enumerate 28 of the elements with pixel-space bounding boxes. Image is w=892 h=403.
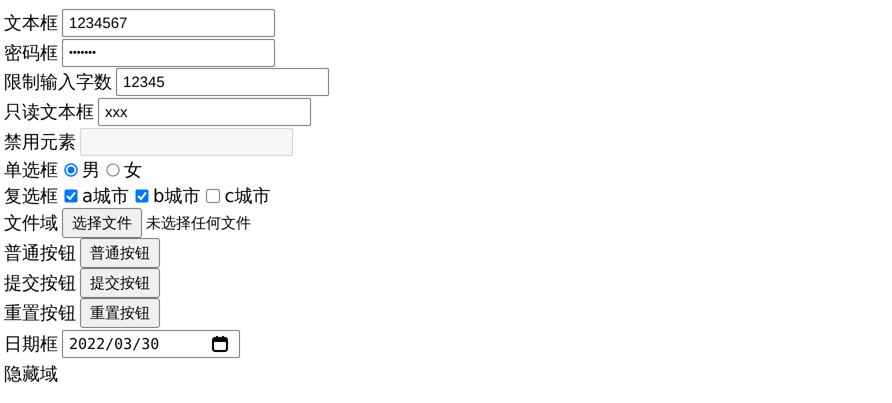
status-text: 未选择任何文件 xyxy=(146,214,251,232)
input-field: 12345 xyxy=(116,68,329,96)
field-label: 限制输入字数 xyxy=(4,71,112,94)
field-label: 文本框 xyxy=(4,12,58,35)
input-field: xxx xyxy=(98,98,311,126)
field-label: 单选框 xyxy=(4,159,58,182)
option-label: 女 xyxy=(124,159,142,182)
field-label: 密码框 xyxy=(4,42,58,65)
field-label: 只读文本框 xyxy=(4,101,94,124)
field-label: 隐藏域 xyxy=(4,363,58,386)
button: 提交按钮 xyxy=(80,268,160,298)
field-label: 重置按钮 xyxy=(4,302,76,325)
field-label: 普通按钮 xyxy=(4,242,76,265)
field-label: 提交按钮 xyxy=(4,272,76,295)
field-label: 禁用元素 xyxy=(4,131,76,154)
field-label: 文件域 xyxy=(4,212,58,235)
field-label: 日期框 xyxy=(4,333,58,356)
date-field: 2022/03/30 xyxy=(62,330,240,358)
button: 选择文件 xyxy=(62,208,142,238)
button: 重置按钮 xyxy=(80,298,160,328)
password-field: ••••••• xyxy=(62,39,275,67)
option-label: c城市 xyxy=(224,185,270,208)
input-field: 1234567 xyxy=(62,9,275,37)
field-label: 复选框 xyxy=(4,185,58,208)
option-label: b城市 xyxy=(153,185,200,208)
button: 普通按钮 xyxy=(80,238,160,268)
option-label: a城市 xyxy=(82,185,130,208)
option-label: 男 xyxy=(82,159,100,182)
